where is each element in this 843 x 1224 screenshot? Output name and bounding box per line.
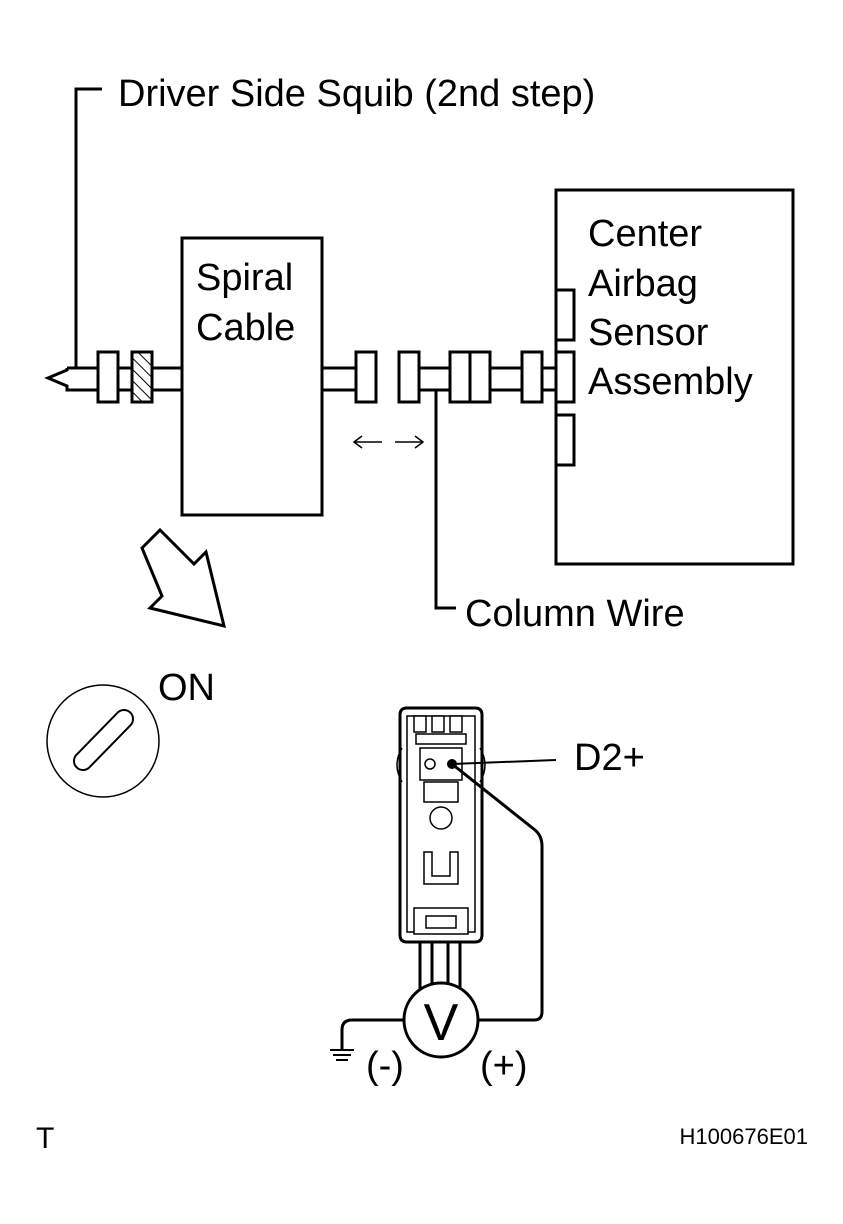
hatched-connector — [130, 350, 182, 404]
squib-tip — [44, 366, 100, 392]
squib-connector — [96, 350, 132, 404]
spiral-cable-box — [180, 236, 324, 517]
voltmeter-symbol: V — [424, 994, 459, 1052]
sensor-port-3 — [554, 413, 576, 467]
sensor-port-1 — [554, 288, 576, 342]
sensor-label-2: Airbag — [588, 263, 698, 305]
ignition-key-icon — [46, 684, 160, 798]
column-wire-connector — [397, 350, 556, 404]
sensor-port-2 — [554, 350, 576, 404]
d2-terminal-label: D2+ — [574, 737, 645, 779]
voltmeter-icon — [402, 981, 480, 1059]
figure-code: H100676E01 — [680, 1124, 808, 1149]
corner-mark: T — [36, 1122, 54, 1155]
connector-icon — [396, 706, 486, 990]
spiral-cable-label-2: Cable — [196, 307, 295, 349]
squib-leader — [74, 87, 102, 368]
spiral-cable-label-1: Spiral — [196, 257, 293, 299]
squib-label: Driver Side Squib (2nd step) — [118, 73, 595, 115]
sensor-label-4: Assembly — [588, 361, 753, 403]
positive-label: (+) — [480, 1045, 528, 1087]
ground-symbol-icon — [330, 1049, 354, 1061]
down-right-arrow-icon — [140, 527, 227, 629]
center-airbag-sensor-box — [554, 188, 795, 566]
positive-probe-wire — [451, 762, 544, 1022]
negative-probe-wire — [340, 1018, 404, 1050]
sensor-label-1: Center — [588, 213, 702, 255]
sensor-label-3: Sensor — [588, 312, 709, 354]
d2-terminal-leader — [451, 759, 557, 765]
ignition-on-label: ON — [158, 667, 215, 709]
negative-label: (-) — [366, 1045, 404, 1087]
disconnect-arrows-icon — [352, 435, 425, 449]
column-wire-label: Column Wire — [465, 593, 685, 635]
spiral-output-wire — [322, 350, 378, 404]
column-wire-leader — [434, 390, 456, 610]
